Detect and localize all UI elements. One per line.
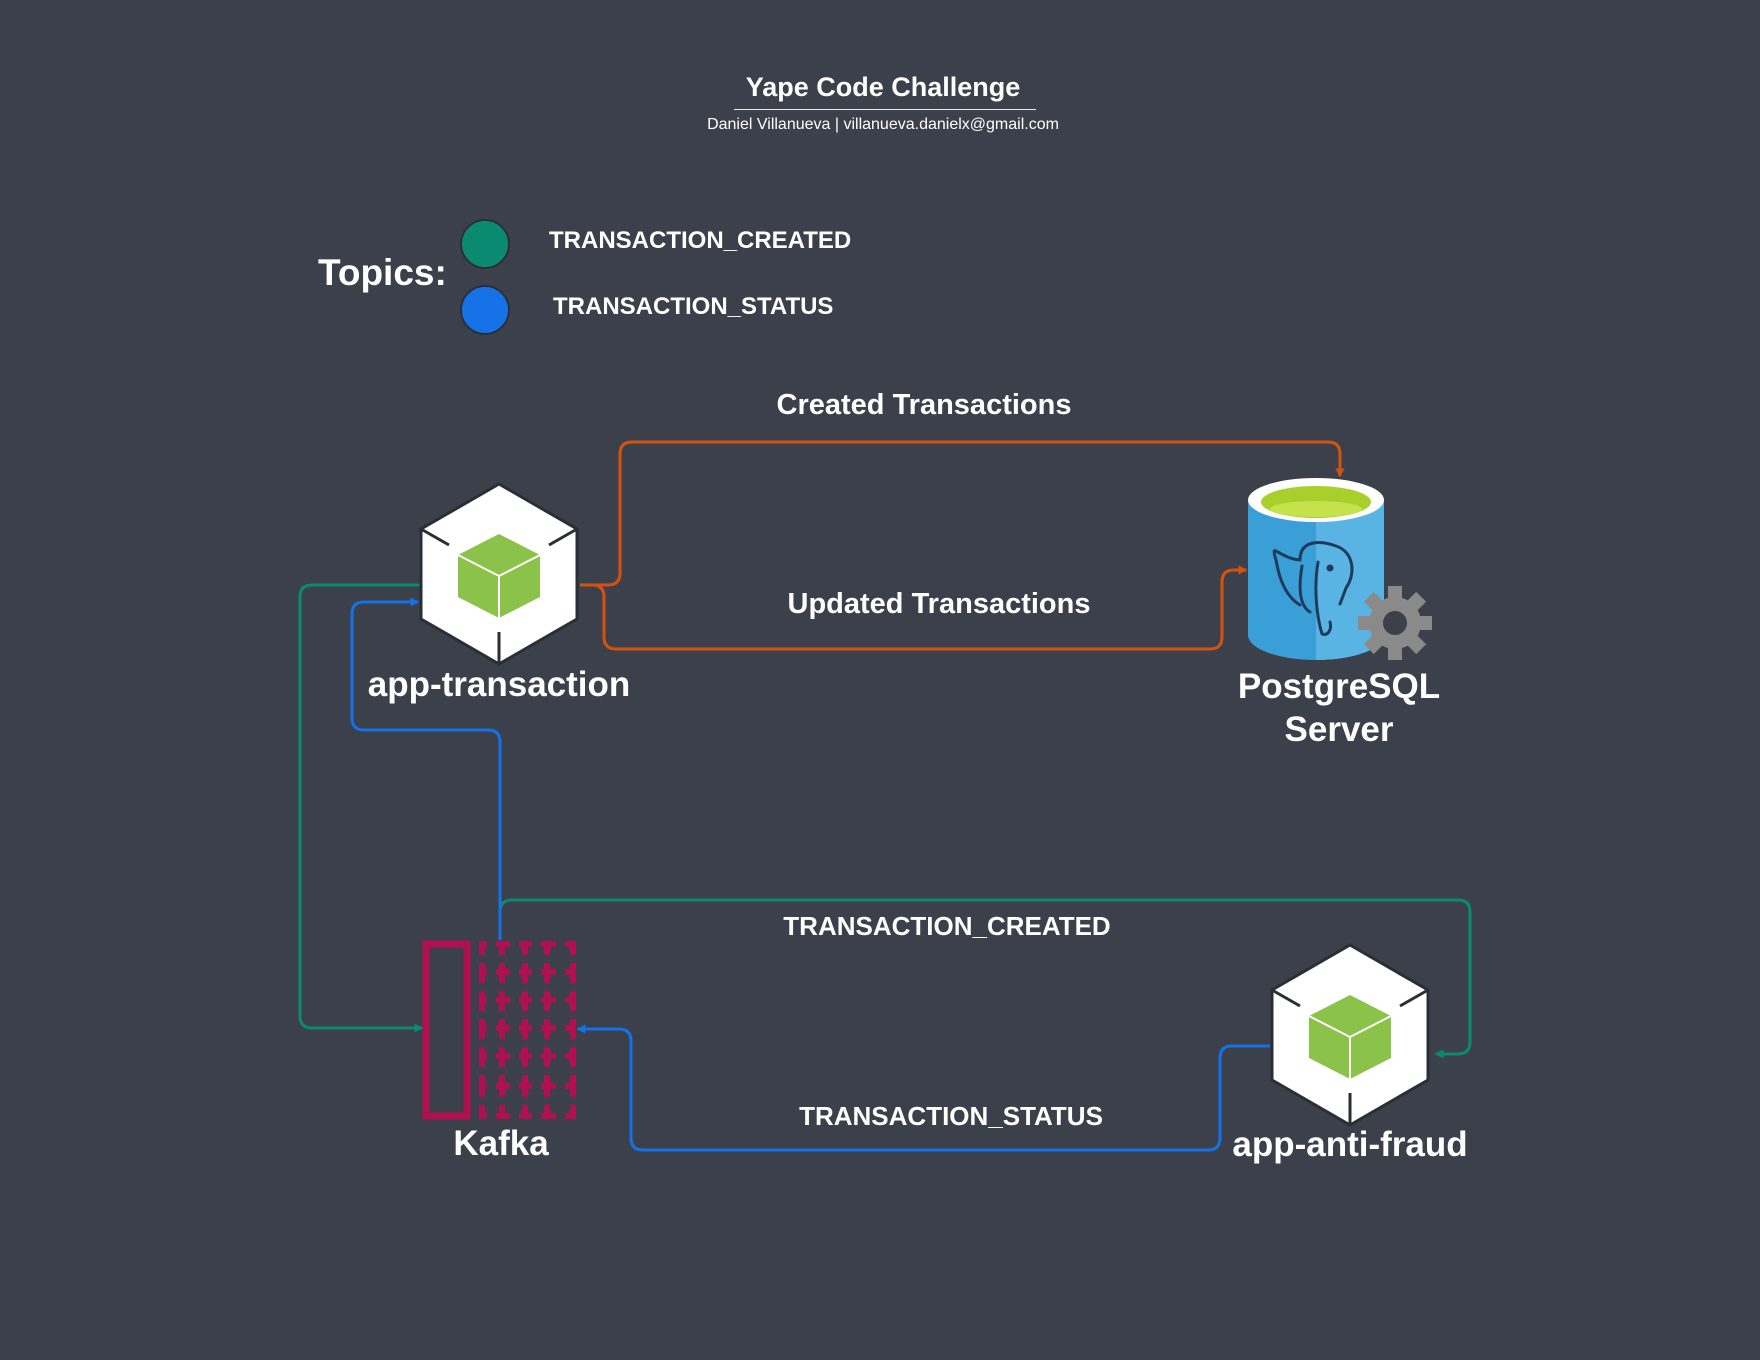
kafka-topic-icon <box>422 938 579 1122</box>
legend-label: Topics: <box>318 252 447 293</box>
node-label-postgresql-line2: Server <box>1284 710 1394 749</box>
legend-dot-transaction-status <box>460 285 510 335</box>
connector-created-transactions <box>580 440 1345 587</box>
gear-icon <box>1358 586 1432 660</box>
elephant-icon <box>1272 541 1354 636</box>
connector-kafka-to-anti-fraud <box>498 898 1472 1059</box>
flow-label-updated-transactions: Updated Transactions <box>787 588 1091 620</box>
title-underline <box>734 109 1036 110</box>
flow-label-transaction-status: TRANSACTION_STATUS <box>799 1101 1103 1131</box>
app-transaction-cube-icon <box>419 482 579 666</box>
connector-kafka-to-app-transaction <box>350 597 502 940</box>
connector-updated-transactions <box>580 565 1248 651</box>
node-label-postgresql-line1: PostgreSQL <box>1237 667 1441 706</box>
diagram-title: Yape Code Challenge <box>745 72 1021 102</box>
app-anti-fraud-cube-icon <box>1270 943 1430 1127</box>
author-line: Daniel Villanueva | villanueva.danielx@g… <box>707 116 1059 133</box>
postgresql-database-icon <box>1248 478 1432 660</box>
legend-item-transaction-status: TRANSACTION_STATUS <box>553 293 834 320</box>
connector-anti-fraud-to-kafka <box>576 1024 1270 1152</box>
node-label-kafka: Kafka <box>453 1124 549 1163</box>
flow-label-transaction-created: TRANSACTION_CREATED <box>783 911 1111 941</box>
legend-item-transaction-created: TRANSACTION_CREATED <box>549 227 852 254</box>
node-label-postgresql: PostgreSQL Server <box>1238 665 1440 751</box>
flow-label-created-transactions: Created Transactions <box>776 389 1072 421</box>
legend-dot-transaction-created <box>460 219 510 269</box>
node-label-app-anti-fraud: app-anti-fraud <box>1232 1125 1468 1164</box>
connector-tx-created-to-kafka <box>298 583 424 1033</box>
node-label-app-transaction: app-transaction <box>367 665 631 704</box>
